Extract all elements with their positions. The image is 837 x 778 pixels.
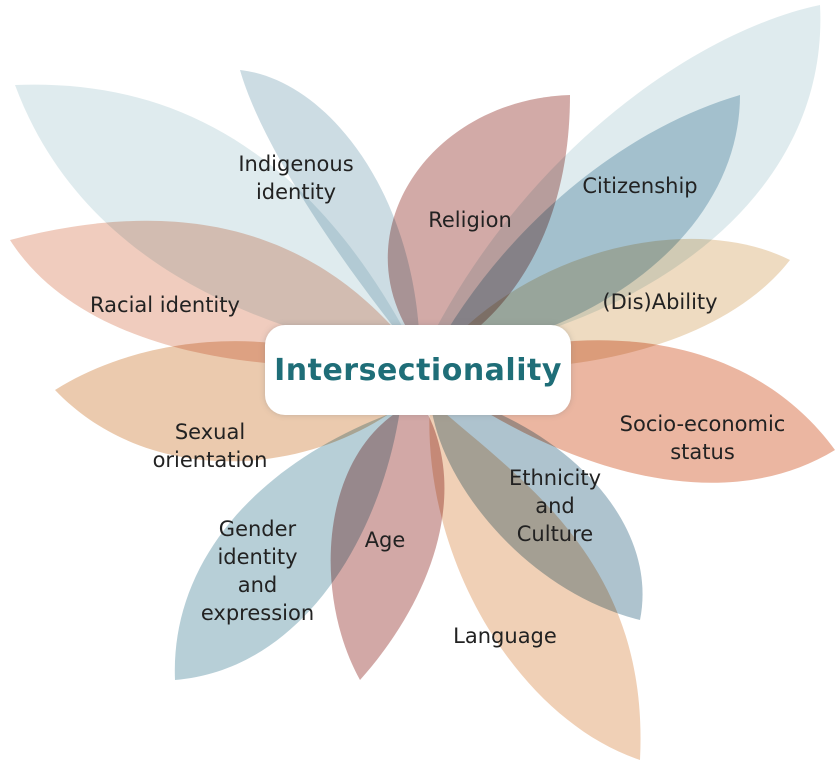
label-religion: Religion bbox=[428, 208, 512, 232]
petal-religion bbox=[387, 95, 570, 360]
label-citizenship: Citizenship bbox=[582, 174, 698, 198]
label-disability: (Dis)Ability bbox=[602, 290, 718, 314]
label-racial-identity: Racial identity bbox=[90, 293, 240, 317]
label-age: Age bbox=[364, 528, 406, 552]
petal-language bbox=[429, 400, 641, 760]
label-ethnicity-and-culture: Ethnicity and Culture bbox=[509, 466, 601, 546]
petal-indigenous-identity bbox=[240, 70, 420, 360]
center-label-box: Intersectionality bbox=[265, 325, 571, 415]
petal-age bbox=[330, 400, 445, 680]
center-title: Intersectionality bbox=[274, 352, 562, 388]
petal-gender-identity bbox=[174, 410, 400, 680]
label-language: Language bbox=[453, 624, 557, 648]
label-socio-economic-status: Socio-economic status bbox=[619, 412, 786, 464]
petal-citizenship bbox=[430, 95, 740, 360]
label-gender-identity-and-expression: Gender identity and expression bbox=[200, 517, 315, 625]
label-sexual-orientation: Sexual orientation bbox=[152, 420, 268, 472]
label-indigenous-identity: Indigenous identity bbox=[238, 152, 354, 204]
